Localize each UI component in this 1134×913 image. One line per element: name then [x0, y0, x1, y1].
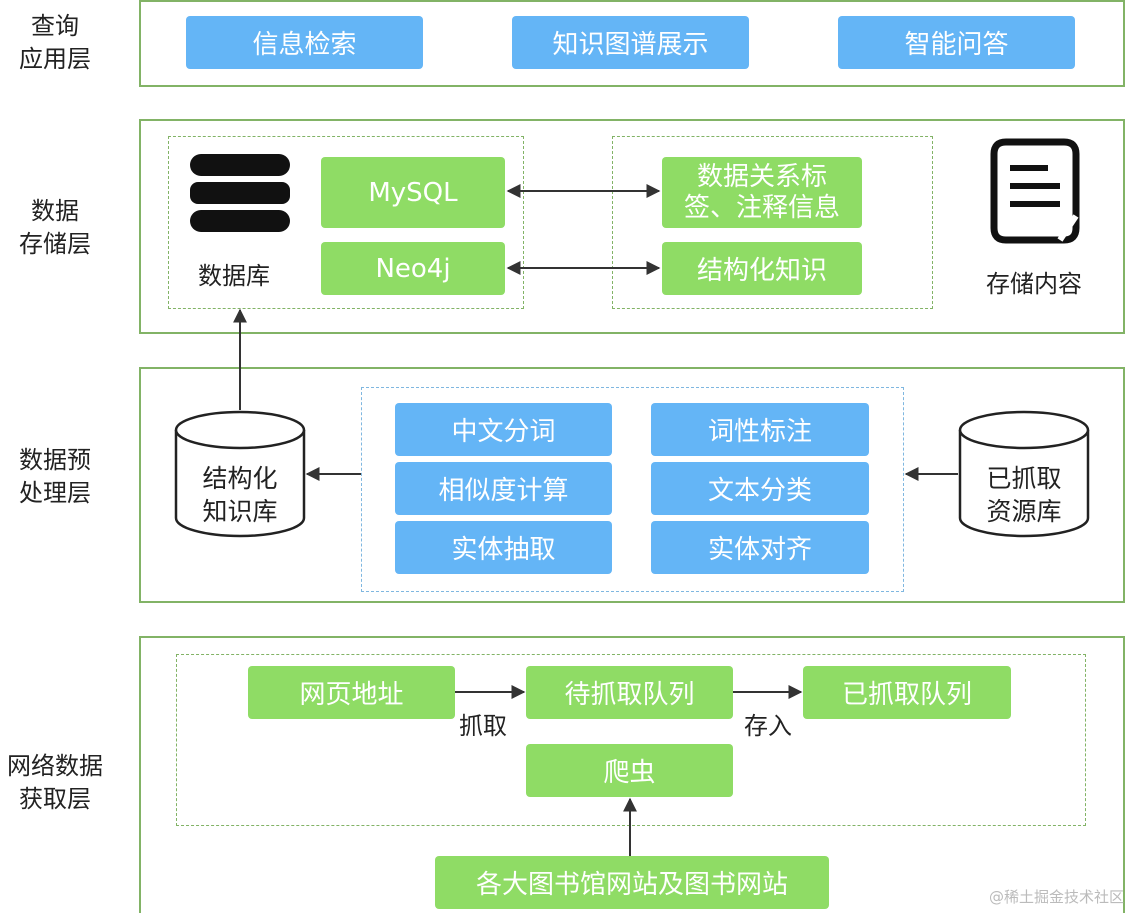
node-library-websites: 各大图书馆网站及图书网站: [435, 856, 829, 909]
query-item-qa: 智能问答: [838, 16, 1075, 69]
task-entity-alignment: 实体对齐: [651, 521, 869, 574]
task-entity-extraction: 实体抽取: [395, 521, 612, 574]
text-line: 知识库: [202, 497, 278, 526]
task-group: [361, 387, 904, 592]
label-line: 应用层: [19, 45, 91, 73]
task-pos-tagging: 词性标注: [651, 403, 869, 456]
content-group: [612, 136, 933, 309]
label-line: 获取层: [19, 785, 91, 813]
task-text-classification: 文本分类: [651, 462, 869, 515]
content-caption: 存储内容: [986, 270, 1082, 298]
label-line: 处理层: [19, 479, 91, 507]
structured-kb-label: 结构化 知识库: [174, 462, 306, 528]
text-line: 结构化: [202, 464, 278, 493]
text-line: 已抓取: [986, 464, 1062, 493]
label-line: 数据预: [19, 446, 91, 474]
content-relation-labels-text: 数据关系标 签、注释信息: [684, 162, 840, 224]
task-similarity: 相似度计算: [395, 462, 612, 515]
database-caption: 数据库: [198, 262, 270, 290]
text-line: 数据关系标: [696, 161, 827, 192]
label-line: 查询: [31, 12, 79, 40]
crawled-store-cylinder: [958, 410, 1090, 540]
storage-layer-box: [139, 119, 1125, 334]
label-line: 数据: [31, 197, 79, 225]
label-line: 存储层: [19, 230, 91, 258]
node-crawler: 爬虫: [526, 744, 733, 797]
database-icon: [190, 154, 290, 232]
label-preprocess-layer: 数据预 处理层: [0, 444, 110, 510]
edge-label-fetch: 抓取: [459, 712, 507, 740]
label-line: 网络数据: [7, 752, 103, 780]
database-group: [168, 136, 524, 309]
node-web-address: 网页地址: [248, 666, 455, 719]
label-storage-layer: 数据 存储层: [0, 195, 110, 261]
db-mysql: MySQL: [321, 157, 505, 228]
label-acquisition-layer: 网络数据 获取层: [0, 750, 110, 816]
db-neo4j: Neo4j: [321, 242, 505, 295]
node-crawled-queue: 已抓取队列: [803, 666, 1011, 719]
document-icon: [990, 138, 1080, 244]
query-item-kg-display: 知识图谱展示: [512, 16, 749, 69]
edge-label-store: 存入: [744, 712, 792, 740]
label-query-layer: 查询 应用层: [0, 10, 110, 76]
task-word-segmentation: 中文分词: [395, 403, 612, 456]
structured-kb-cylinder: [174, 410, 306, 540]
node-pending-queue: 待抓取队列: [526, 666, 733, 719]
content-structured-knowledge: 结构化知识: [662, 242, 862, 295]
content-relation-labels: 数据关系标 签、注释信息: [662, 157, 862, 228]
watermark: @稀土掘金技术社区: [988, 888, 1124, 906]
text-line: 资源库: [986, 497, 1062, 526]
query-item-search: 信息检索: [186, 16, 423, 69]
crawled-store-label: 已抓取 资源库: [958, 462, 1090, 528]
text-line: 签、注释信息: [683, 192, 840, 223]
